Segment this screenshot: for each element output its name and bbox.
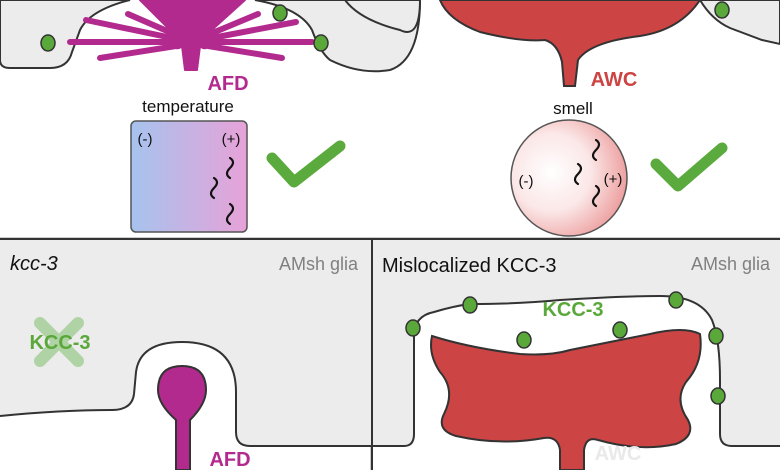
check-icon — [650, 142, 728, 192]
afd-label-bottom: AFD — [209, 449, 250, 470]
glia-label-kcc3: AMsh glia — [279, 254, 359, 274]
afd-label-top: AFD — [207, 73, 248, 95]
check-icon — [266, 140, 346, 188]
awc-neuron-bottom — [430, 329, 702, 470]
kcc3-dots-mislocalized — [405, 291, 726, 405]
smell-minus-sign: (-) — [519, 173, 534, 190]
temperature-label: temperature — [142, 97, 234, 116]
top-left-panel: AFD temperature (-) (+) — [0, 0, 422, 233]
glia-sheath-top-right-left — [343, 0, 422, 33]
cross-icon — [34, 317, 84, 367]
panel-kcc3: kcc-3 AMsh glia KCC-3 AFD — [0, 240, 371, 470]
afd-neuron-bottom — [156, 364, 208, 470]
odor-squiggles — [573, 138, 601, 208]
glia-membrane-kcc3 — [0, 340, 371, 447]
panel-mislocalized: Mislocalized KCC-3 AMsh glia KCC-3 AWC — [373, 240, 780, 470]
kcc3-label-mislocalized: KCC-3 — [542, 299, 603, 321]
smell-label: smell — [553, 99, 593, 118]
afd-neuron-top — [67, 0, 315, 71]
smell-plus-sign: (+) — [604, 171, 623, 188]
kcc3-dots-top-left — [40, 4, 329, 52]
glia-label-mislocalized: AMsh glia — [691, 254, 771, 274]
awc-label-top: AWC — [591, 69, 638, 91]
top-right-panel: AWC smell (-) (+) — [343, 0, 780, 237]
panel-title-kcc3: kcc-3 — [10, 253, 58, 275]
kcc3-label-deleted: KCC-3 — [29, 332, 90, 354]
heat-squiggles — [209, 156, 235, 226]
temp-plus-sign: (+) — [222, 131, 241, 148]
glia-sheath-top-left — [0, 0, 131, 69]
kcc3-dots-top-right — [714, 1, 730, 19]
temperature-gradient-box — [130, 120, 248, 233]
glia-sheath-kcc3 — [0, 240, 371, 446]
awc-label-bottom: AWC — [595, 443, 642, 465]
panel-title-mislocalized: Mislocalized KCC-3 — [382, 255, 557, 277]
glia-sheath-top-right — [698, 0, 780, 46]
temp-minus-sign: (-) — [138, 131, 153, 148]
awc-neuron-top — [438, 0, 702, 87]
